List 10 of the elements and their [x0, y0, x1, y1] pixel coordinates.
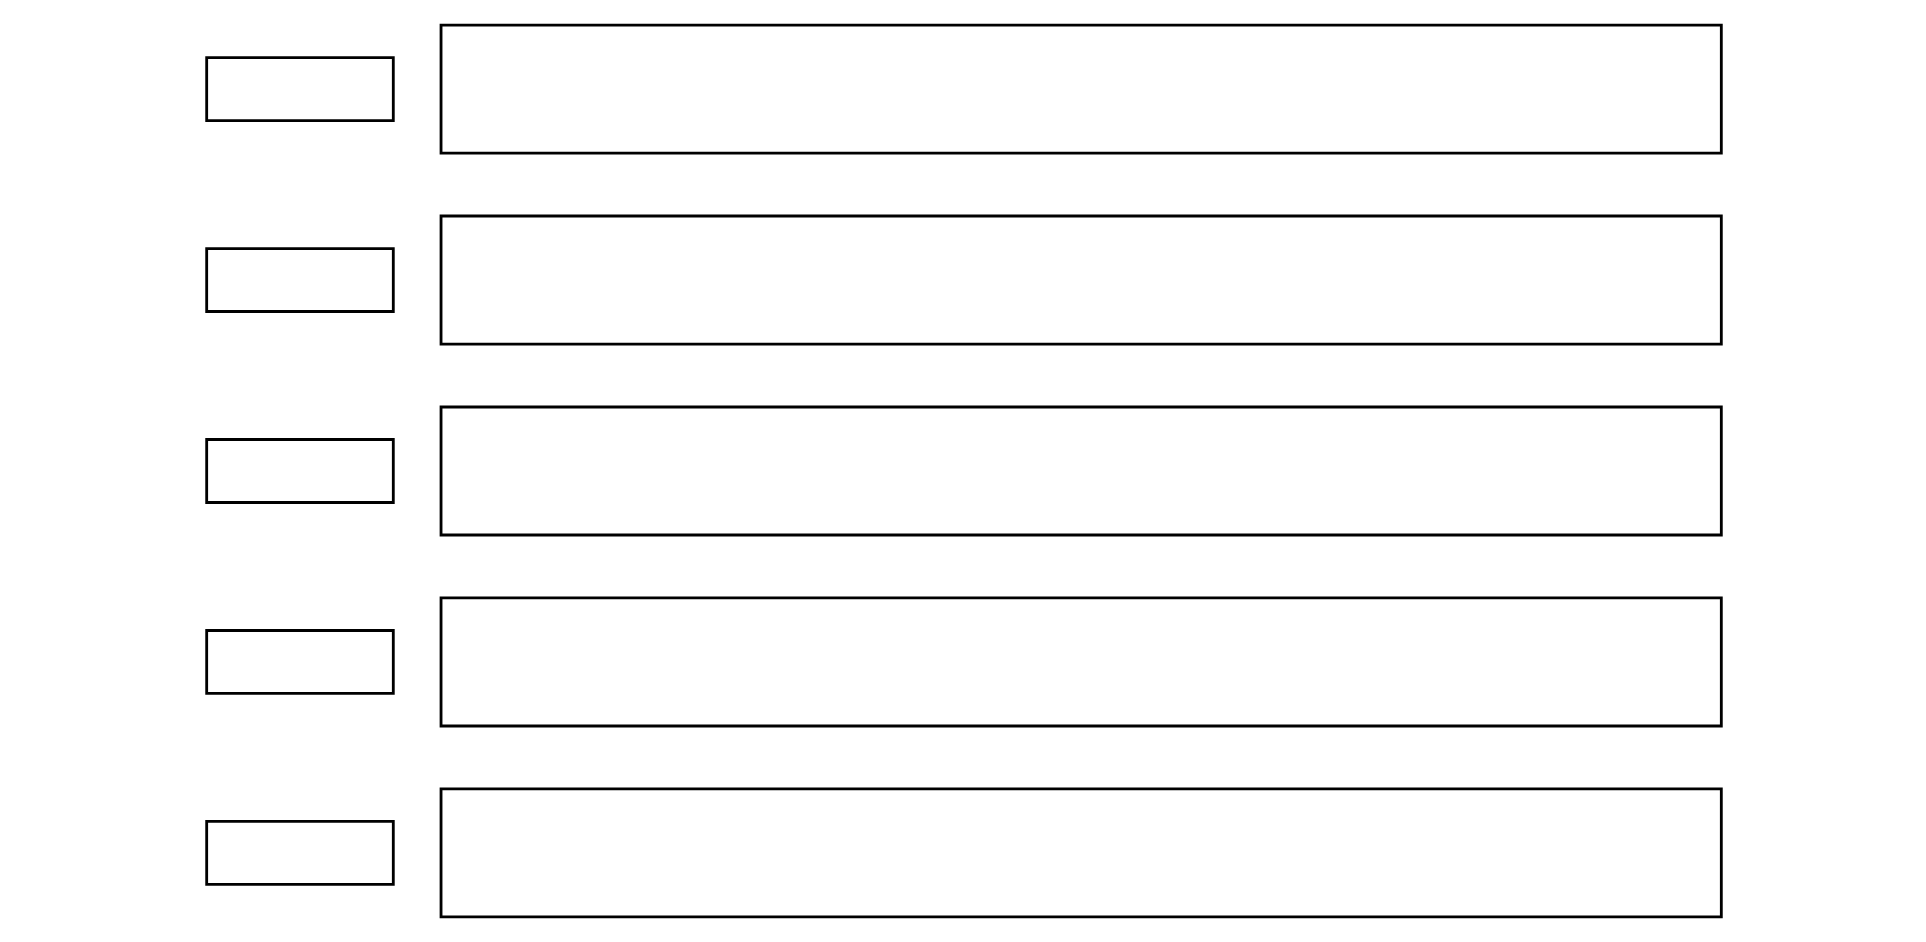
node-box [204, 629, 394, 695]
node-box [204, 56, 394, 122]
node-box [438, 405, 1722, 537]
node-box [204, 438, 394, 504]
node-box [438, 214, 1722, 346]
node-box [438, 596, 1722, 728]
node-box [204, 247, 394, 313]
node-box [438, 23, 1722, 155]
node-box [438, 787, 1722, 919]
node-box [204, 820, 394, 886]
